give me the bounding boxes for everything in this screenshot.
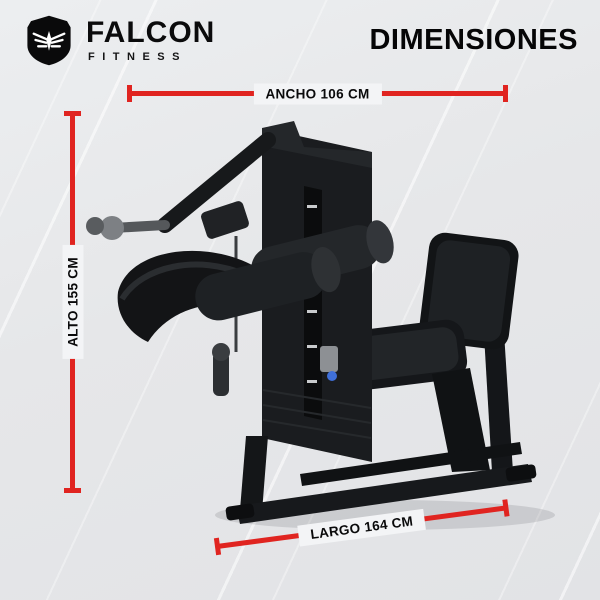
dimension-endcap-left — [127, 85, 132, 102]
lever-arm — [86, 132, 276, 396]
page-title: DIMENSIONES — [369, 23, 578, 56]
roller-pads — [195, 220, 394, 321]
dimension-endcap-bottom — [64, 488, 81, 493]
width-dimension-line: ANCHO 106 CM — [127, 83, 508, 104]
brand-text: FALCON FITNESS — [86, 15, 216, 63]
height-dimension-label: ALTO 155 CM — [62, 245, 83, 359]
brand-subtitle: FITNESS — [88, 50, 187, 63]
falcon-wings-shield-icon — [27, 15, 71, 66]
dimension-endcap-top — [64, 111, 81, 116]
dimension-endcap-right — [503, 85, 508, 102]
base-frame — [225, 436, 537, 524]
height-dimension-line: ALTO 155 CM — [62, 111, 83, 493]
brand: FALCON FITNESS — [22, 13, 215, 67]
header: FALCON FITNESS DIMENSIONES — [0, 0, 600, 80]
weight-tower — [262, 121, 372, 462]
width-dimension-label: ANCHO 106 CM — [253, 83, 382, 104]
brand-name: FALCON — [86, 15, 216, 49]
